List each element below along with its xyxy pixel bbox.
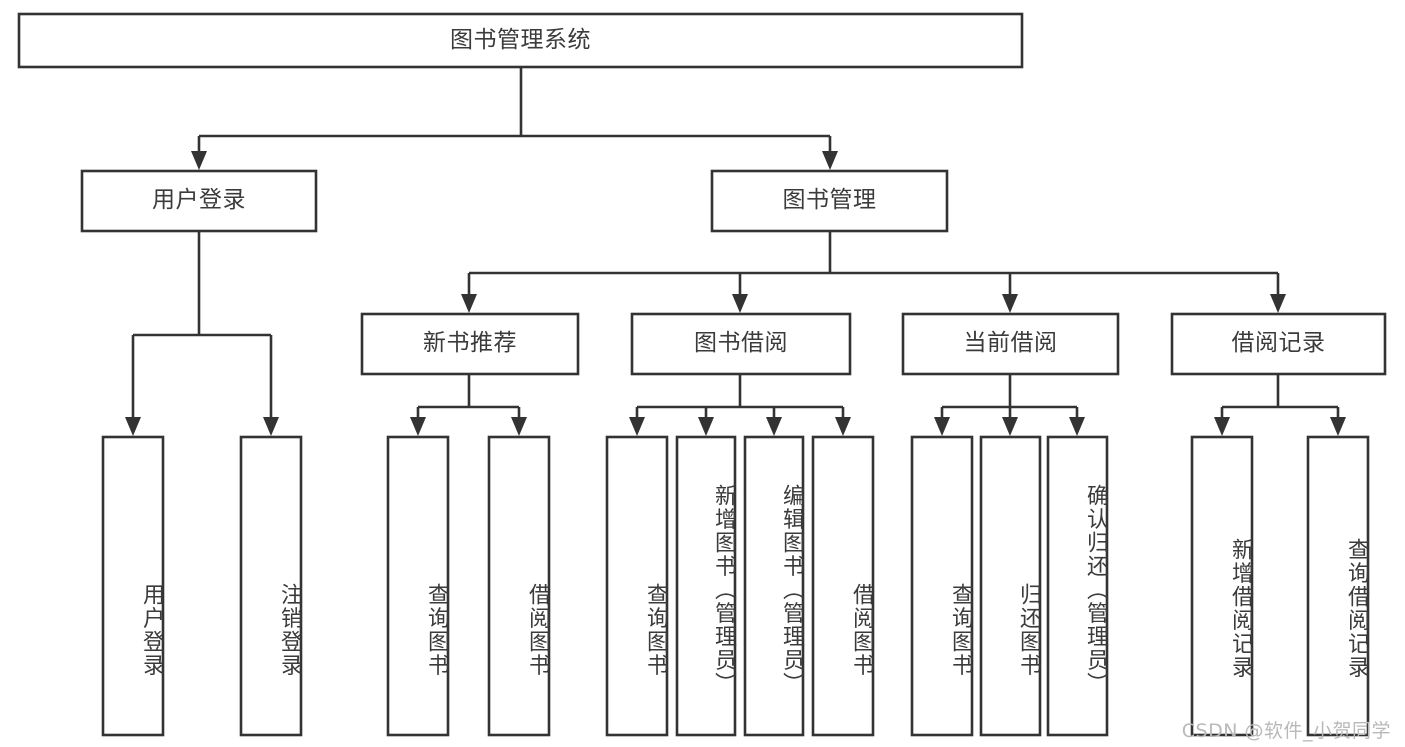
- leaf-node-box-borrow-record-2[interactable]: [1306, 435, 1370, 737]
- arrowhead-borrow-record-leaf-1: [1214, 417, 1230, 436]
- watermark-text: CSDN @软件_小贺同学: [1181, 720, 1391, 742]
- arrowhead-user-login-leaf-1: [125, 417, 141, 436]
- leaf-node-box-new-book-2[interactable]: [487, 435, 551, 737]
- arrowhead-book-borrow-leaf-4: [835, 417, 851, 436]
- leaf-node-box-book-borrow-4[interactable]: [811, 435, 875, 737]
- leaf-node-box-book-borrow-2[interactable]: [675, 435, 737, 737]
- arrowhead-borrow-record-leaf-2: [1330, 417, 1346, 436]
- leaf-node-box-current-borrow-2[interactable]: [979, 435, 1042, 737]
- arrowhead-borrow-record: [1270, 294, 1286, 313]
- root-node-box[interactable]: [17, 12, 1024, 69]
- arrowhead-new-book-leaf-2: [511, 417, 527, 436]
- leaf-node-box-new-book-1[interactable]: [386, 435, 450, 737]
- arrowhead-book-borrow-leaf-2: [698, 417, 714, 436]
- arrowhead-current-borrow-leaf-2: [1002, 417, 1018, 436]
- level3-node-box-current-borrow[interactable]: [901, 312, 1120, 376]
- arrowhead-new-book-leaf-1: [410, 417, 426, 436]
- arrowhead-user-login: [191, 151, 207, 170]
- arrowhead-book-borrow-leaf-1: [629, 417, 645, 436]
- arrowhead-book-borrow-leaf-3: [766, 417, 782, 436]
- arrowhead-book-mgmt: [822, 151, 838, 170]
- arrowhead-book-borrow: [732, 294, 748, 313]
- leaf-node-box-user-login-2[interactable]: [239, 435, 303, 737]
- leaf-node-box-borrow-record-1[interactable]: [1190, 435, 1254, 737]
- leaf-node-box-book-borrow-1[interactable]: [605, 435, 669, 737]
- arrowhead-current-borrow: [1002, 294, 1018, 313]
- arrowhead-user-login-leaf-2: [263, 417, 279, 436]
- level3-node-box-book-borrow[interactable]: [630, 312, 852, 376]
- level3-node-box-new-book-recommend[interactable]: [360, 312, 580, 376]
- level2-node-box-book-management[interactable]: [710, 169, 949, 233]
- arrowhead-new-book-recommend: [461, 294, 477, 313]
- arrowhead-current-borrow-leaf-1: [934, 417, 950, 436]
- level3-node-box-borrow-record[interactable]: [1170, 312, 1387, 376]
- leaf-node-box-book-borrow-3[interactable]: [743, 435, 805, 737]
- leaf-node-box-current-borrow-3[interactable]: [1046, 435, 1109, 737]
- arrowhead-current-borrow-leaf-3: [1069, 417, 1085, 436]
- level2-node-box-user-login[interactable]: [80, 169, 318, 233]
- leaf-node-box-user-login-1[interactable]: [101, 435, 165, 737]
- leaf-node-box-current-borrow-1[interactable]: [910, 435, 974, 737]
